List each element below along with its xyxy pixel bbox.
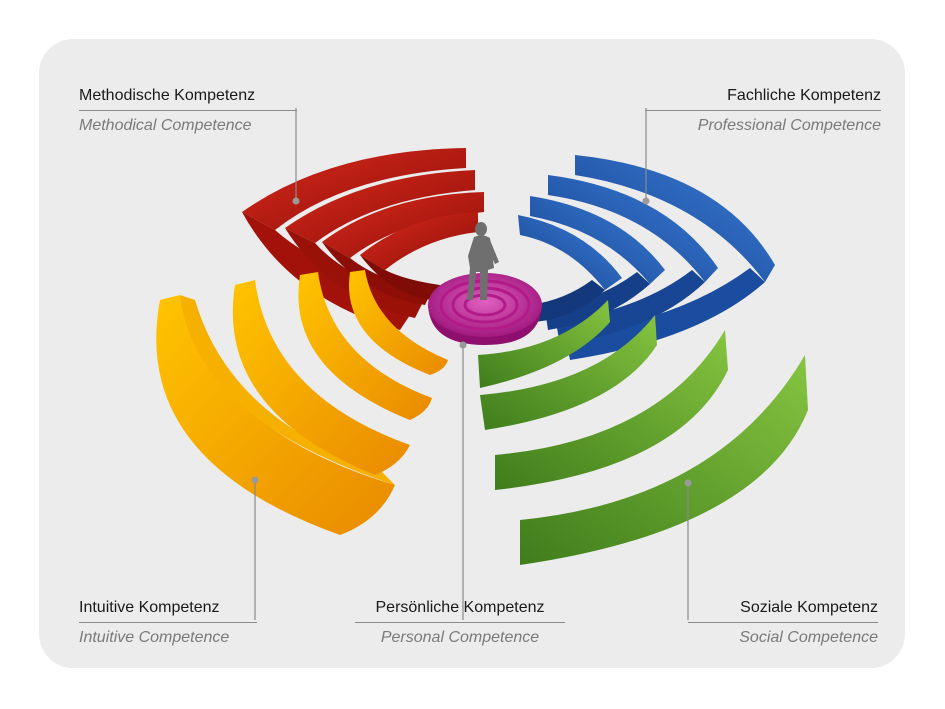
methodical-shell-1 [242,148,466,230]
intuitive-shell-1 [156,295,395,535]
label-personal: Persönliche Kompetenz Personal Competenc… [355,598,565,648]
social-shell-3 [480,315,657,430]
label-methodical-rule [79,110,297,111]
label-social-de: Soziale Kompetenz [740,599,878,616]
methodical-segment [242,148,484,330]
person-figure [467,222,499,300]
professional-shell-1-side [565,268,765,360]
professional-shell-3 [530,196,665,284]
methodical-shell-2 [285,170,475,243]
intuitive-shell-4 [349,270,448,375]
methodical-shell-4 [360,212,478,270]
professional-shell-3-side [545,272,650,330]
label-personal-en: Personal Competence [380,629,540,646]
label-methodical-de: Methodische Kompetenz [79,87,256,104]
label-methodical-en: Methodical Competence [79,117,252,134]
personal-disc-top [428,273,542,337]
label-personal-de: Persönliche Kompetenz [375,599,545,616]
label-professional: Fachliche Kompetenz Professional Compete… [645,86,881,136]
leader-dots [251,197,692,487]
intuitive-shell-3 [298,272,432,420]
label-intuitive-en: Intuitive Competence [79,629,230,646]
methodical-shell-4-side [360,255,440,300]
methodical-shell-3 [322,192,484,258]
label-professional-rule [645,110,881,111]
label-professional-de: Fachliche Kompetenz [727,87,881,104]
label-intuitive-rule [79,622,257,623]
professional-shell-1 [575,155,775,282]
label-social: Soziale Kompetenz Social Competence [688,598,878,648]
label-professional-en: Professional Competence [697,117,881,134]
intuitive-segment [156,270,448,535]
label-methodical: Methodische Kompetenz Methodical Compete… [79,86,297,136]
intuitive-shell-2 [232,280,410,475]
leader-lines [254,108,689,620]
label-social-rule [688,622,878,623]
social-shell-4 [478,300,610,388]
label-intuitive-de: Intuitive Kompetenz [79,599,220,616]
professional-shell-4 [518,215,622,290]
label-social-en: Social Competence [739,629,878,646]
social-segment [478,300,808,565]
professional-shell-4-side [530,280,605,322]
professional-shell-2 [548,175,718,282]
label-intuitive: Intuitive Kompetenz Intuitive Competence [79,598,257,648]
social-shell-1 [520,355,808,565]
social-shell-2 [495,330,728,490]
label-personal-rule [355,622,565,623]
